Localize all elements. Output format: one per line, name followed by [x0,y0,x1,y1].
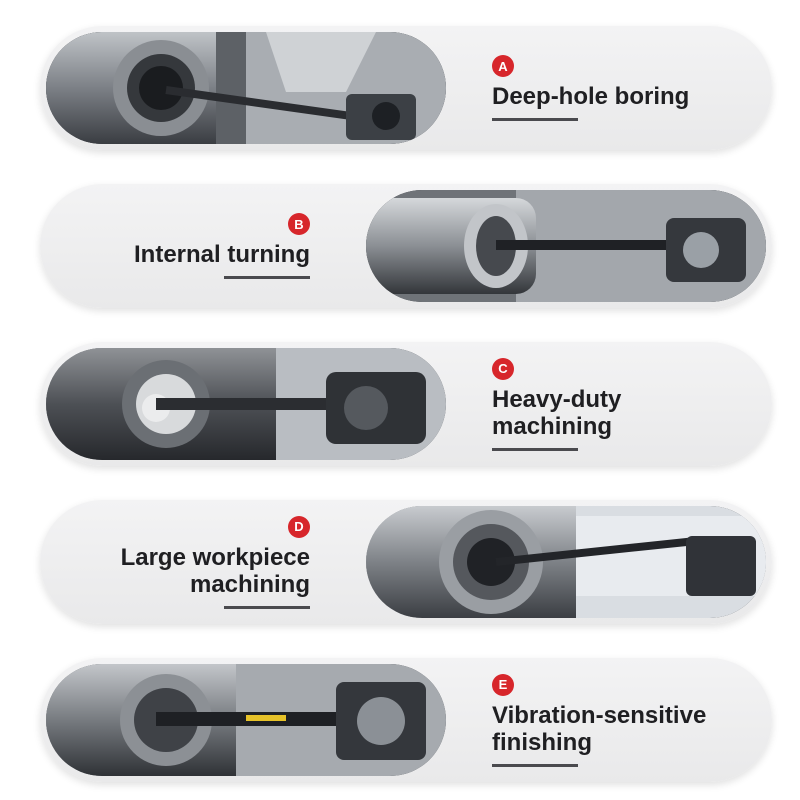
label-group-c: C Heavy-duty machining [492,342,621,466]
application-title: Deep-hole boring [492,83,690,110]
application-card-b: B Internal turning [40,184,772,308]
label-group-b: B Internal turning [134,184,310,308]
letter-badge: B [288,213,310,235]
letter-badge: E [492,673,514,696]
letter-badge: D [288,515,310,538]
large-workpiece-machining-photo [366,506,766,618]
title-underline [492,447,578,451]
deep-hole-boring-photo [46,32,446,144]
heavy-duty-machining-photo [46,348,446,460]
label-group-e: E Vibration-sensitive finishing [492,658,706,782]
application-card-e: E Vibration-sensitive finishing [40,658,772,782]
title-underline [224,605,310,609]
title-underline [492,763,578,767]
title-underline [224,276,310,279]
application-card-c: C Heavy-duty machining [40,342,772,466]
internal-turning-photo [366,190,766,302]
application-title: Heavy-duty machining [492,385,622,440]
application-title: Vibration-sensitive finishing [492,701,707,756]
letter-badge: C [492,357,514,380]
vibration-sensitive-finishing-photo [46,664,446,776]
label-group-a: A Deep-hole boring [492,26,689,150]
application-card-a: A Deep-hole boring [40,26,772,150]
application-card-d: D Large workpiece machining [40,500,772,624]
application-title: Internal turning [134,241,310,268]
application-title: Large workpiece machining [120,543,310,598]
title-underline [492,118,578,121]
label-group-d: D Large workpiece machining [121,500,310,624]
letter-badge: A [492,55,514,77]
